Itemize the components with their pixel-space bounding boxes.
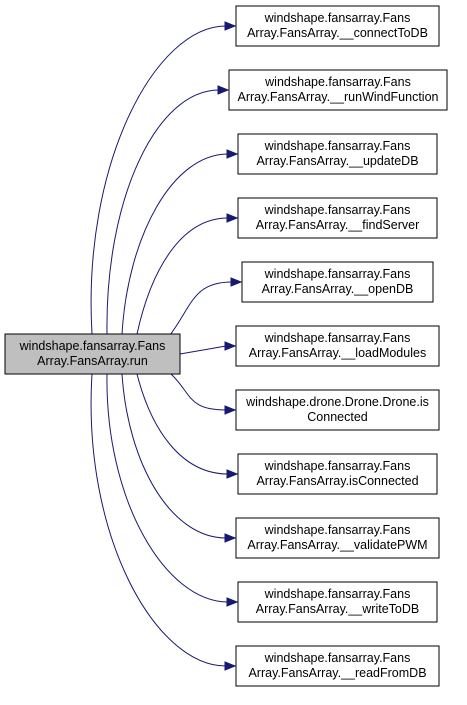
- callee-node-line2: Array.FansArray.__openDB: [262, 282, 414, 296]
- arrowhead: [226, 213, 239, 223]
- callee-node[interactable]: windshape.drone.Drone.Drone.isConnected: [235, 389, 440, 431]
- call-edge: [169, 281, 233, 336]
- callee-node-line2: Array.FansArray.__findServer: [256, 218, 419, 232]
- callee-node[interactable]: windshape.fansarray.FansArray.FansArray.…: [237, 197, 438, 239]
- callee-node-line2: Array.FansArray.__loadModules: [249, 346, 426, 360]
- callee-node-line2: Array.FansArray.__updateDB: [256, 154, 418, 168]
- callee-node[interactable]: windshape.fansarray.FansArray.FansArray.…: [235, 5, 440, 47]
- arrowhead: [224, 341, 237, 351]
- callee-node-line2: Connected: [307, 410, 368, 424]
- callee-node-box: [235, 325, 440, 367]
- callee-node-box: [237, 133, 438, 175]
- call-edge: [106, 89, 220, 335]
- arrowhead: [226, 469, 239, 479]
- callee-node[interactable]: windshape.fansarray.FansArray.FansArray.…: [237, 453, 438, 495]
- arrowhead: [226, 149, 239, 159]
- root-node-line1: windshape.fansarray.Fans: [19, 339, 166, 353]
- call-nodes: windshape.fansarray.Fans Array.FansArray…: [4, 5, 448, 687]
- callee-node-box: [237, 197, 438, 239]
- callee-node-line1: windshape.fansarray.Fans: [264, 651, 411, 665]
- callee-node[interactable]: windshape.fansarray.FansArray.FansArray.…: [235, 645, 440, 687]
- call-edges: [90, 21, 243, 671]
- root-node[interactable]: windshape.fansarray.Fans Array.FansArray…: [4, 333, 181, 375]
- callee-node-line1: windshape.fansarray.Fans: [264, 203, 411, 217]
- callee-node-line1: windshape.fansarray.Fans: [264, 331, 411, 345]
- callee-node-box: [241, 261, 434, 303]
- callee-node-line1: windshape.fansarray.Fans: [264, 459, 411, 473]
- arrowhead: [224, 533, 237, 543]
- callee-node-line2: Array.FansArray.__runWindFunction: [237, 90, 438, 104]
- callee-node-line1: windshape.fansarray.Fans: [264, 523, 411, 537]
- call-edge: [179, 345, 227, 355]
- callee-node[interactable]: windshape.fansarray.FansArray.FansArray.…: [235, 325, 440, 367]
- call-edge: [121, 373, 227, 539]
- call-edge: [106, 373, 229, 603]
- callee-node-box: [237, 453, 438, 495]
- callee-node-line1: windshape.drone.Drone.Drone.is: [245, 395, 429, 409]
- callee-node[interactable]: windshape.fansarray.FansArray.FansArray.…: [228, 69, 448, 111]
- arrowhead: [224, 21, 237, 31]
- callee-node-box: [235, 5, 440, 47]
- arrowhead: [226, 597, 239, 607]
- root-node-line2: Array.FansArray.run: [37, 354, 148, 368]
- arrowhead: [224, 661, 237, 671]
- callee-node-line1: windshape.fansarray.Fans: [264, 139, 411, 153]
- arrowhead: [217, 85, 230, 95]
- callee-node-line1: windshape.fansarray.Fans: [264, 267, 411, 281]
- call-edge: [90, 373, 227, 667]
- callee-node[interactable]: windshape.fansarray.FansArray.FansArray.…: [237, 581, 438, 623]
- call-edge: [90, 25, 227, 335]
- callee-node-line1: windshape.fansarray.Fans: [264, 11, 411, 25]
- callee-node-line2: Array.FansArray.__writeToDB: [256, 602, 419, 616]
- callee-node[interactable]: windshape.fansarray.FansArray.FansArray.…: [235, 517, 440, 559]
- callee-node[interactable]: windshape.fansarray.FansArray.FansArray.…: [237, 133, 438, 175]
- arrowhead: [224, 405, 237, 415]
- callee-node-line2: Array.FansArray.__readFromDB: [248, 666, 426, 680]
- call-edge: [121, 153, 229, 335]
- callee-node-line2: Array.FansArray.isConnected: [256, 474, 418, 488]
- callee-node-box: [228, 69, 448, 111]
- call-edge: [169, 372, 227, 411]
- root-node-box: [4, 333, 181, 375]
- callee-node-line2: Array.FansArray.__connectToDB: [247, 26, 428, 40]
- callee-node-box: [235, 645, 440, 687]
- callee-node-line1: windshape.fansarray.Fans: [264, 75, 411, 89]
- callee-node-box: [237, 581, 438, 623]
- arrowhead: [230, 277, 243, 287]
- call-edge: [136, 217, 229, 335]
- callee-node-box: [235, 517, 440, 559]
- callee-node[interactable]: windshape.fansarray.FansArray.FansArray.…: [241, 261, 434, 303]
- callee-node-box: [235, 389, 440, 431]
- callee-node-line1: windshape.fansarray.Fans: [264, 587, 411, 601]
- call-edge: [136, 373, 229, 475]
- callee-node-line2: Array.FansArray.__validatePWM: [247, 538, 427, 552]
